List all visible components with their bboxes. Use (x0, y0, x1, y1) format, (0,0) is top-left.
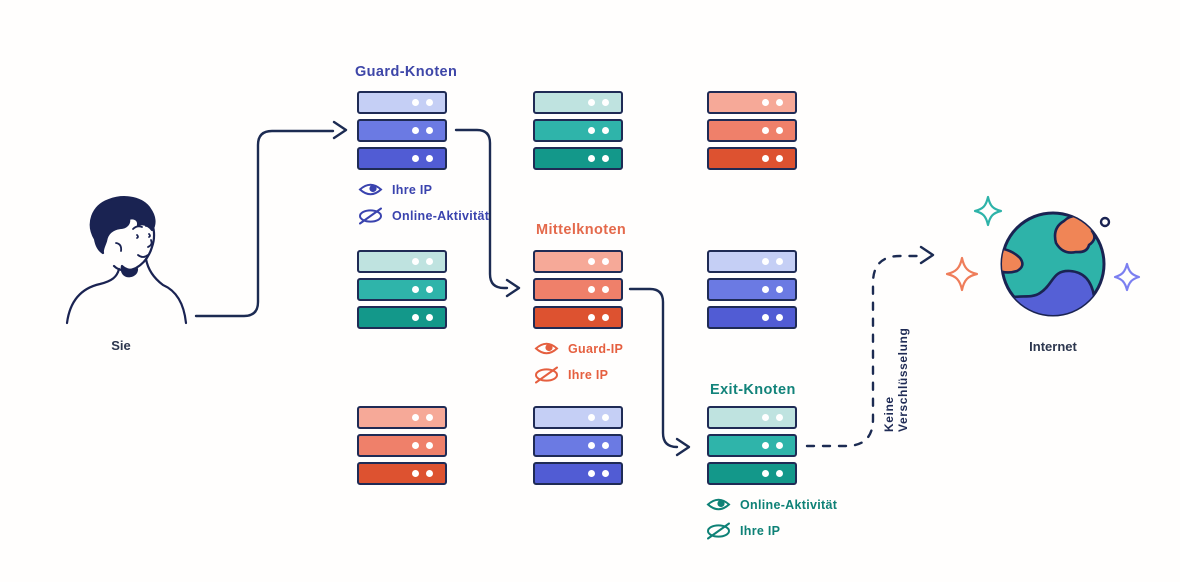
eye-crossed-icon (707, 522, 730, 539)
legend-label: Ihre IP (740, 523, 781, 538)
exit-node-legend: Online-Aktivität Ihre IP (706, 494, 837, 541)
arrow-middle-to-exit (628, 287, 691, 457)
middle-node-legend: Guard-IP Ihre IP (534, 338, 623, 385)
eye-icon (358, 183, 383, 196)
server-row (707, 462, 797, 485)
server-row (533, 119, 623, 142)
server-row (357, 306, 447, 329)
server-row (533, 434, 623, 457)
server-row (533, 278, 623, 301)
internet-label: Internet (1029, 339, 1077, 354)
server-row (707, 434, 797, 457)
server-row (707, 406, 797, 429)
guard-node-title: Guard-Knoten (355, 64, 458, 80)
legend-item: Ihre IP (706, 520, 837, 541)
legend-item: Online-Aktivität (706, 494, 837, 515)
eye-crossed-icon (359, 207, 382, 224)
server-row (707, 91, 797, 114)
middle-node-stack (533, 250, 623, 334)
server-row (533, 406, 623, 429)
middle-node-title: Mittelknoten (536, 222, 627, 238)
relay-stack-salmon-left (357, 406, 447, 490)
server-row (357, 434, 447, 457)
guard-node-stack (357, 91, 447, 175)
server-row (533, 250, 623, 273)
exit-node-stack (707, 406, 797, 490)
server-row (357, 119, 447, 142)
legend-label: Ihre IP (568, 367, 609, 382)
arrow-exit-to-internet-dashed (805, 245, 935, 448)
arrow-user-to-guard (194, 120, 348, 318)
eye-icon (706, 498, 731, 511)
server-row (357, 278, 447, 301)
arrow-guard-to-middle (454, 128, 521, 298)
server-row (707, 278, 797, 301)
globe-illustration (1000, 211, 1106, 317)
orbit-dot-icon (1099, 216, 1111, 228)
server-row (533, 91, 623, 114)
legend-label: Guard-IP (568, 341, 624, 356)
relay-stack-blue-bottom (533, 406, 623, 490)
server-row (707, 119, 797, 142)
relay-stack-salmon-top (707, 91, 797, 175)
legend-label: Online-Aktivität (740, 497, 838, 512)
legend-item: Guard-IP (534, 338, 623, 359)
server-row (707, 250, 797, 273)
server-row (533, 306, 623, 329)
person-illustration (65, 196, 188, 325)
server-row (533, 147, 623, 170)
eye-crossed-icon (535, 366, 558, 383)
exit-node-title: Exit-Knoten (710, 382, 796, 398)
relay-stack-teal-top (533, 91, 623, 175)
no-encryption-label: Keine Verschlüsselung (882, 327, 910, 432)
legend-label: Ihre IP (392, 182, 433, 197)
legend-item: Ihre IP (358, 179, 489, 200)
server-row (357, 250, 447, 273)
sparkle-teal-icon (973, 195, 1003, 227)
guard-node-legend: Ihre IP Online-Aktivität (358, 179, 489, 226)
sparkle-orange-icon (945, 256, 979, 292)
relay-stack-blue-middle (707, 250, 797, 334)
server-row (357, 91, 447, 114)
server-row (357, 147, 447, 170)
server-row (707, 147, 797, 170)
sparkle-purple-icon (1113, 262, 1141, 292)
legend-item: Online-Aktivität (358, 205, 489, 226)
server-row (707, 306, 797, 329)
server-row (533, 462, 623, 485)
user-label: Sie (111, 338, 131, 353)
legend-label: Online-Aktivität (392, 208, 490, 223)
server-row (357, 406, 447, 429)
relay-stack-teal-left (357, 250, 447, 334)
legend-item: Ihre IP (534, 364, 623, 385)
server-row (357, 462, 447, 485)
eye-icon (534, 342, 559, 355)
